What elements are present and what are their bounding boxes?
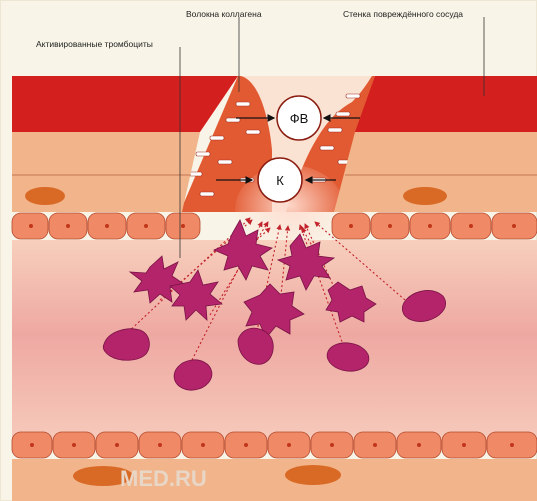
vessel-wall-right (355, 76, 537, 132)
activated-platelets-label: Активированные тромбоциты (36, 39, 153, 49)
cell-row-top-right (332, 213, 537, 239)
cell-row-bottom (12, 432, 537, 458)
vessel-lumen (12, 240, 537, 450)
watermark: MED.RU (120, 466, 207, 491)
cell-nucleus-left (25, 187, 65, 205)
vessel-wall-left (12, 76, 238, 132)
damaged-wall-label: Стенка повреждённого сосуда (343, 9, 463, 19)
collagen-fibers-label: Волокна коллагена (186, 9, 262, 19)
von-willebrand-label: ФВ (290, 111, 309, 126)
cell-nucleus-right (403, 187, 447, 205)
cell-nucleus-bottom-right (285, 465, 341, 485)
collagen-node-label: К (276, 173, 284, 188)
